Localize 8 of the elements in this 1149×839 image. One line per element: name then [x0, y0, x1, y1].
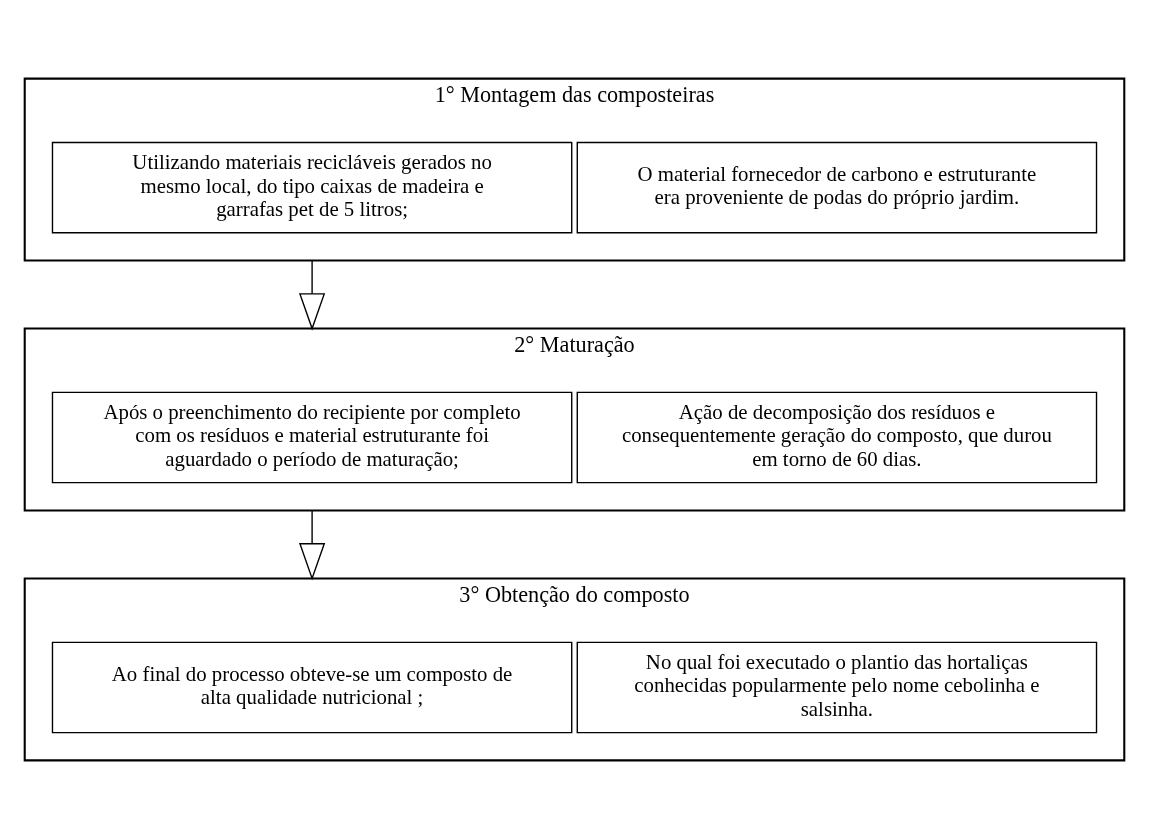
- node-box: O material fornecedor de carbono e estruturante era proveniente de podas do próprio jardim.: [576, 141, 1098, 234]
- arrow: [298, 509, 326, 581]
- node-box: Ao final do processo obteve-se um composto de alta qualidade nutricional ;: [51, 641, 573, 734]
- node-box: Após o preenchimento do recipiente por completo com os resíduos e material estruturante foi aguardado o período de maturação;: [51, 391, 573, 484]
- node-box: Ação de decomposição dos resíduos e consequentemente geração do composto, que durou em torno de 60 dias.: [576, 391, 1098, 484]
- node-box: No qual foi executado o plantio das hortaliças conhecidas popularmente pelo nome cebolinha e salsinha.: [576, 641, 1098, 734]
- arrow: [298, 259, 326, 331]
- node-box: Utilizando materiais recicláveis gerados no mesmo local, do tipo caixas de madeira e garrafas pet de 5 litros;: [51, 141, 573, 234]
